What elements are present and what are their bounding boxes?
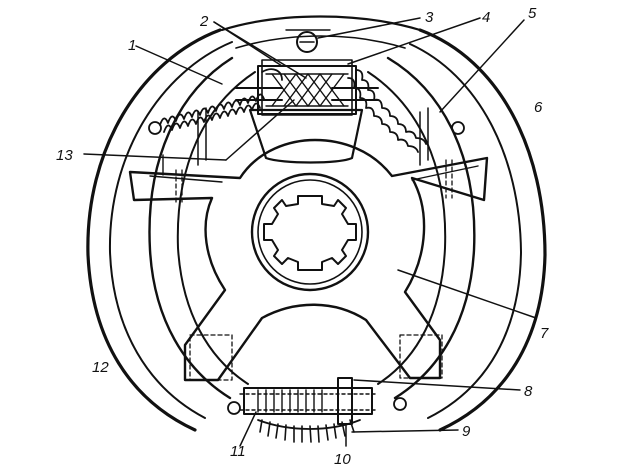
leader-2b [213, 21, 307, 79]
label-3: 3 [425, 9, 434, 26]
label-1: 1 [128, 37, 136, 54]
leader-13b [225, 99, 295, 161]
leader-9 [351, 429, 459, 433]
left-return-spring [148, 68, 283, 135]
leader-8 [353, 379, 521, 391]
label-7: 7 [540, 325, 549, 342]
support-plate [128, 138, 489, 382]
leader-4 [347, 17, 481, 65]
label-10: 10 [334, 451, 351, 468]
anchor-block [248, 29, 364, 164]
leader-3 [317, 17, 421, 39]
label-4: 4 [482, 9, 490, 26]
wheel-cylinder [235, 65, 379, 115]
leader-13 [83, 153, 227, 161]
backing-plate [86, 15, 547, 432]
label-2: 2 [199, 13, 209, 30]
leader-5 [439, 19, 525, 113]
label-6: 6 [534, 99, 543, 116]
label-9: 9 [462, 423, 471, 440]
right-return-spring [347, 69, 465, 153]
leader-lines [83, 17, 537, 447]
label-8: 8 [524, 383, 533, 400]
leader-1 [135, 45, 223, 85]
adjuster-mechanism [227, 377, 407, 443]
leader-11 [239, 411, 257, 447]
part-labels: 1 2 3 4 5 6 7 8 9 10 11 12 13 [56, 5, 549, 468]
label-12: 12 [92, 359, 109, 376]
splined-hub [250, 172, 370, 292]
label-13: 13 [56, 147, 73, 164]
leader-7 [397, 269, 537, 319]
label-5: 5 [528, 5, 537, 22]
label-11: 11 [230, 443, 246, 460]
